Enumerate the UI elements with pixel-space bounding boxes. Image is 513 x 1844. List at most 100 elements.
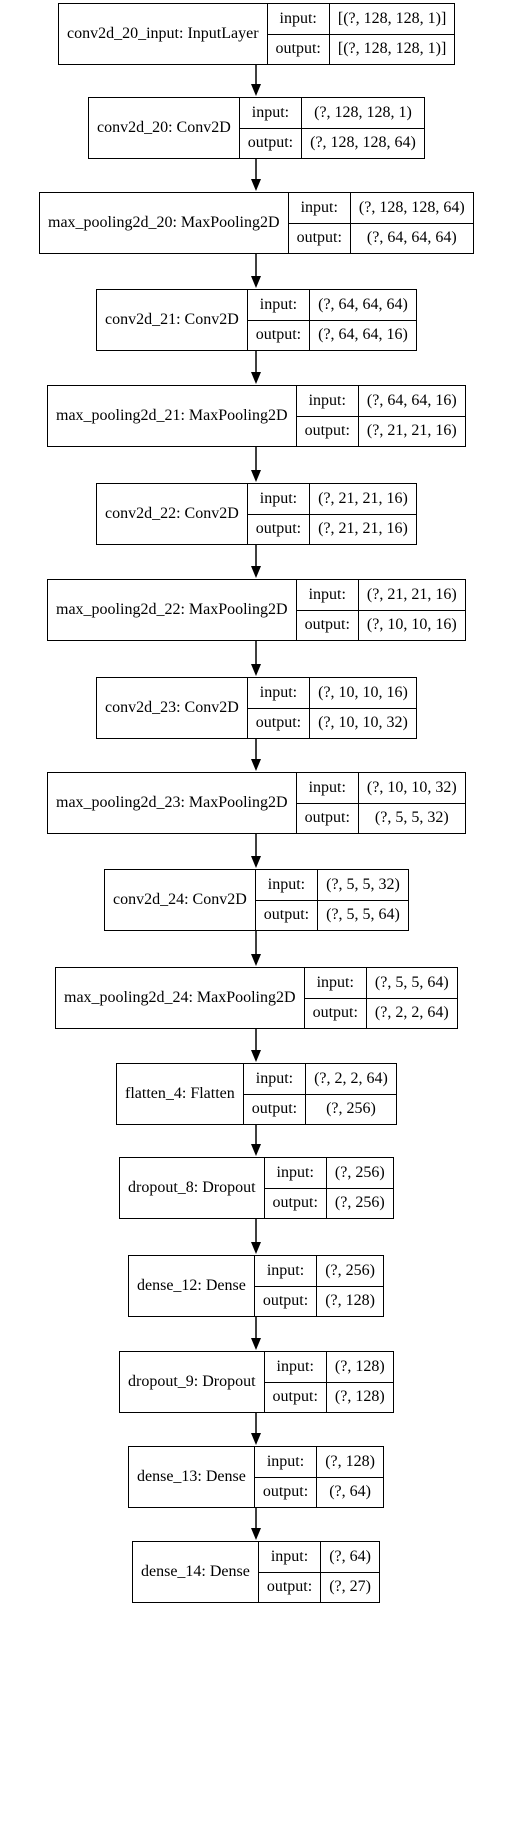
io-labels: input: output: <box>296 580 359 640</box>
input-label: input: <box>247 484 310 515</box>
io-table: input:output:(?, 5, 5, 32)(?, 5, 5, 64) <box>255 870 408 930</box>
arrow-head-icon <box>251 1433 261 1445</box>
layer-name: max_pooling2d_22: MaxPooling2D <box>48 580 297 640</box>
output-shape: (?, 5, 5, 64) <box>326 906 400 924</box>
output-shape: (?, 128) <box>334 1388 385 1406</box>
io-values: (?, 21, 21, 16) (?, 21, 21, 16) <box>310 484 416 544</box>
output-label: output: <box>266 1578 313 1596</box>
io-table: input:output:(?, 10, 10, 32)(?, 5, 5, 32… <box>296 773 465 833</box>
input-label: input: <box>247 290 310 321</box>
arrow-head-icon <box>251 566 261 578</box>
output-label: output: <box>304 422 350 440</box>
layer-name: dense_12: Dense <box>129 1256 255 1316</box>
io-labels: input:output: <box>258 1542 322 1602</box>
output-shape: (?, 128, 128, 64) <box>310 134 416 152</box>
input-label: input: <box>264 1352 326 1383</box>
io-table: input:output:(?, 256)(?, 256) <box>264 1158 393 1218</box>
output-label: output: <box>272 1388 318 1406</box>
input-shape: (?, 256) <box>326 1158 393 1189</box>
io-table: input: output: (?, 128) (?, 128) <box>264 1352 393 1412</box>
io-table: input:output:[(?, 128, 128, 1)][(?, 128,… <box>267 4 455 64</box>
io-labels: input:output: <box>243 1064 307 1124</box>
input-label: input: <box>243 1064 306 1095</box>
arrow-head-icon <box>251 372 261 384</box>
output-label: output: <box>304 809 350 827</box>
arrow-head-icon <box>251 1144 261 1156</box>
io-labels: input:output: <box>264 1158 327 1218</box>
io-labels: input:output: <box>247 678 311 738</box>
arrow-head-icon <box>251 856 261 868</box>
input-shape: (?, 21, 21, 16) <box>310 484 416 515</box>
input-label: input: <box>296 580 358 611</box>
io-values: (?, 10, 10, 16)(?, 10, 10, 32) <box>310 678 416 738</box>
input-shape: (?, 21, 21, 16) <box>358 580 465 611</box>
input-shape: (?, 128) <box>326 1352 393 1383</box>
io-values: (?, 10, 10, 32)(?, 5, 5, 32) <box>358 773 465 833</box>
layer-name: conv2d_22: Conv2D <box>97 484 248 544</box>
output-shape: (?, 64) <box>329 1483 371 1501</box>
input-label: input: <box>288 193 350 224</box>
arrow-head-icon <box>251 1242 261 1254</box>
arrow-head-icon <box>251 759 261 771</box>
input-label: input: <box>254 1447 317 1478</box>
io-values: (?, 256)(?, 256) <box>326 1158 393 1218</box>
input-shape: (?, 5, 5, 32) <box>318 870 408 901</box>
io-labels: input: output: <box>247 484 311 544</box>
arrow-head-icon <box>251 276 261 288</box>
io-labels: input: output: <box>247 290 311 350</box>
output-label: output: <box>255 714 302 732</box>
layer-name: conv2d_20: Conv2D <box>89 98 240 158</box>
io-labels: input:output: <box>254 1447 318 1507</box>
input-shape: (?, 128, 128, 64) <box>350 193 473 224</box>
io-table: input:output:(?, 256)(?, 128) <box>254 1256 383 1316</box>
layer-name: max_pooling2d_20: MaxPooling2D <box>40 193 289 253</box>
io-values: (?, 128) (?, 128) <box>326 1352 393 1412</box>
io-labels: input:output: <box>304 968 367 1028</box>
io-values: (?, 128) (?, 64) <box>317 1447 383 1507</box>
output-shape: (?, 2, 2, 64) <box>374 1004 449 1022</box>
io-values: (?, 2, 2, 64)(?, 256) <box>306 1064 396 1124</box>
io-table: input:output:(?, 10, 10, 16)(?, 10, 10, … <box>247 678 416 738</box>
input-shape: (?, 128, 128, 1) <box>302 98 424 129</box>
io-table: input:output:(?, 64, 64, 16)(?, 21, 21, … <box>296 386 465 446</box>
arrow-head-icon <box>251 664 261 676</box>
output-shape: (?, 128) <box>325 1292 375 1310</box>
output-shape: (?, 64, 64, 16) <box>318 326 408 344</box>
io-table: input:output:(?, 2, 2, 64)(?, 256) <box>243 1064 396 1124</box>
io-values: (?, 128, 128, 1) (?, 128, 128, 64) <box>302 98 424 158</box>
io-labels: input:output: <box>239 98 303 158</box>
output-label: output: <box>255 520 302 538</box>
arrow-head-icon <box>251 470 261 482</box>
input-shape: (?, 128) <box>317 1447 383 1478</box>
input-label: input: <box>267 4 329 35</box>
input-shape: (?, 5, 5, 64) <box>366 968 457 999</box>
input-shape: (?, 64, 64, 16) <box>358 386 465 417</box>
output-label: output: <box>304 616 350 634</box>
output-label: output: <box>275 40 321 58</box>
output-shape: (?, 5, 5, 32) <box>374 809 449 827</box>
io-table: input:output:(?, 128) (?, 64) <box>254 1447 383 1507</box>
output-shape: (?, 21, 21, 16) <box>318 520 408 538</box>
layer-name: flatten_4: Flatten <box>117 1064 244 1124</box>
output-label: output: <box>247 134 294 152</box>
io-table: input:output:(?, 5, 5, 64) (?, 2, 2, 64) <box>304 968 457 1028</box>
input-label: input: <box>255 870 318 901</box>
io-labels: input:output: <box>254 1256 318 1316</box>
output-shape: (?, 10, 10, 16) <box>366 616 457 634</box>
arrow-head-icon <box>251 954 261 966</box>
io-labels: input: output: <box>264 1352 327 1412</box>
output-label: output: <box>255 326 302 344</box>
